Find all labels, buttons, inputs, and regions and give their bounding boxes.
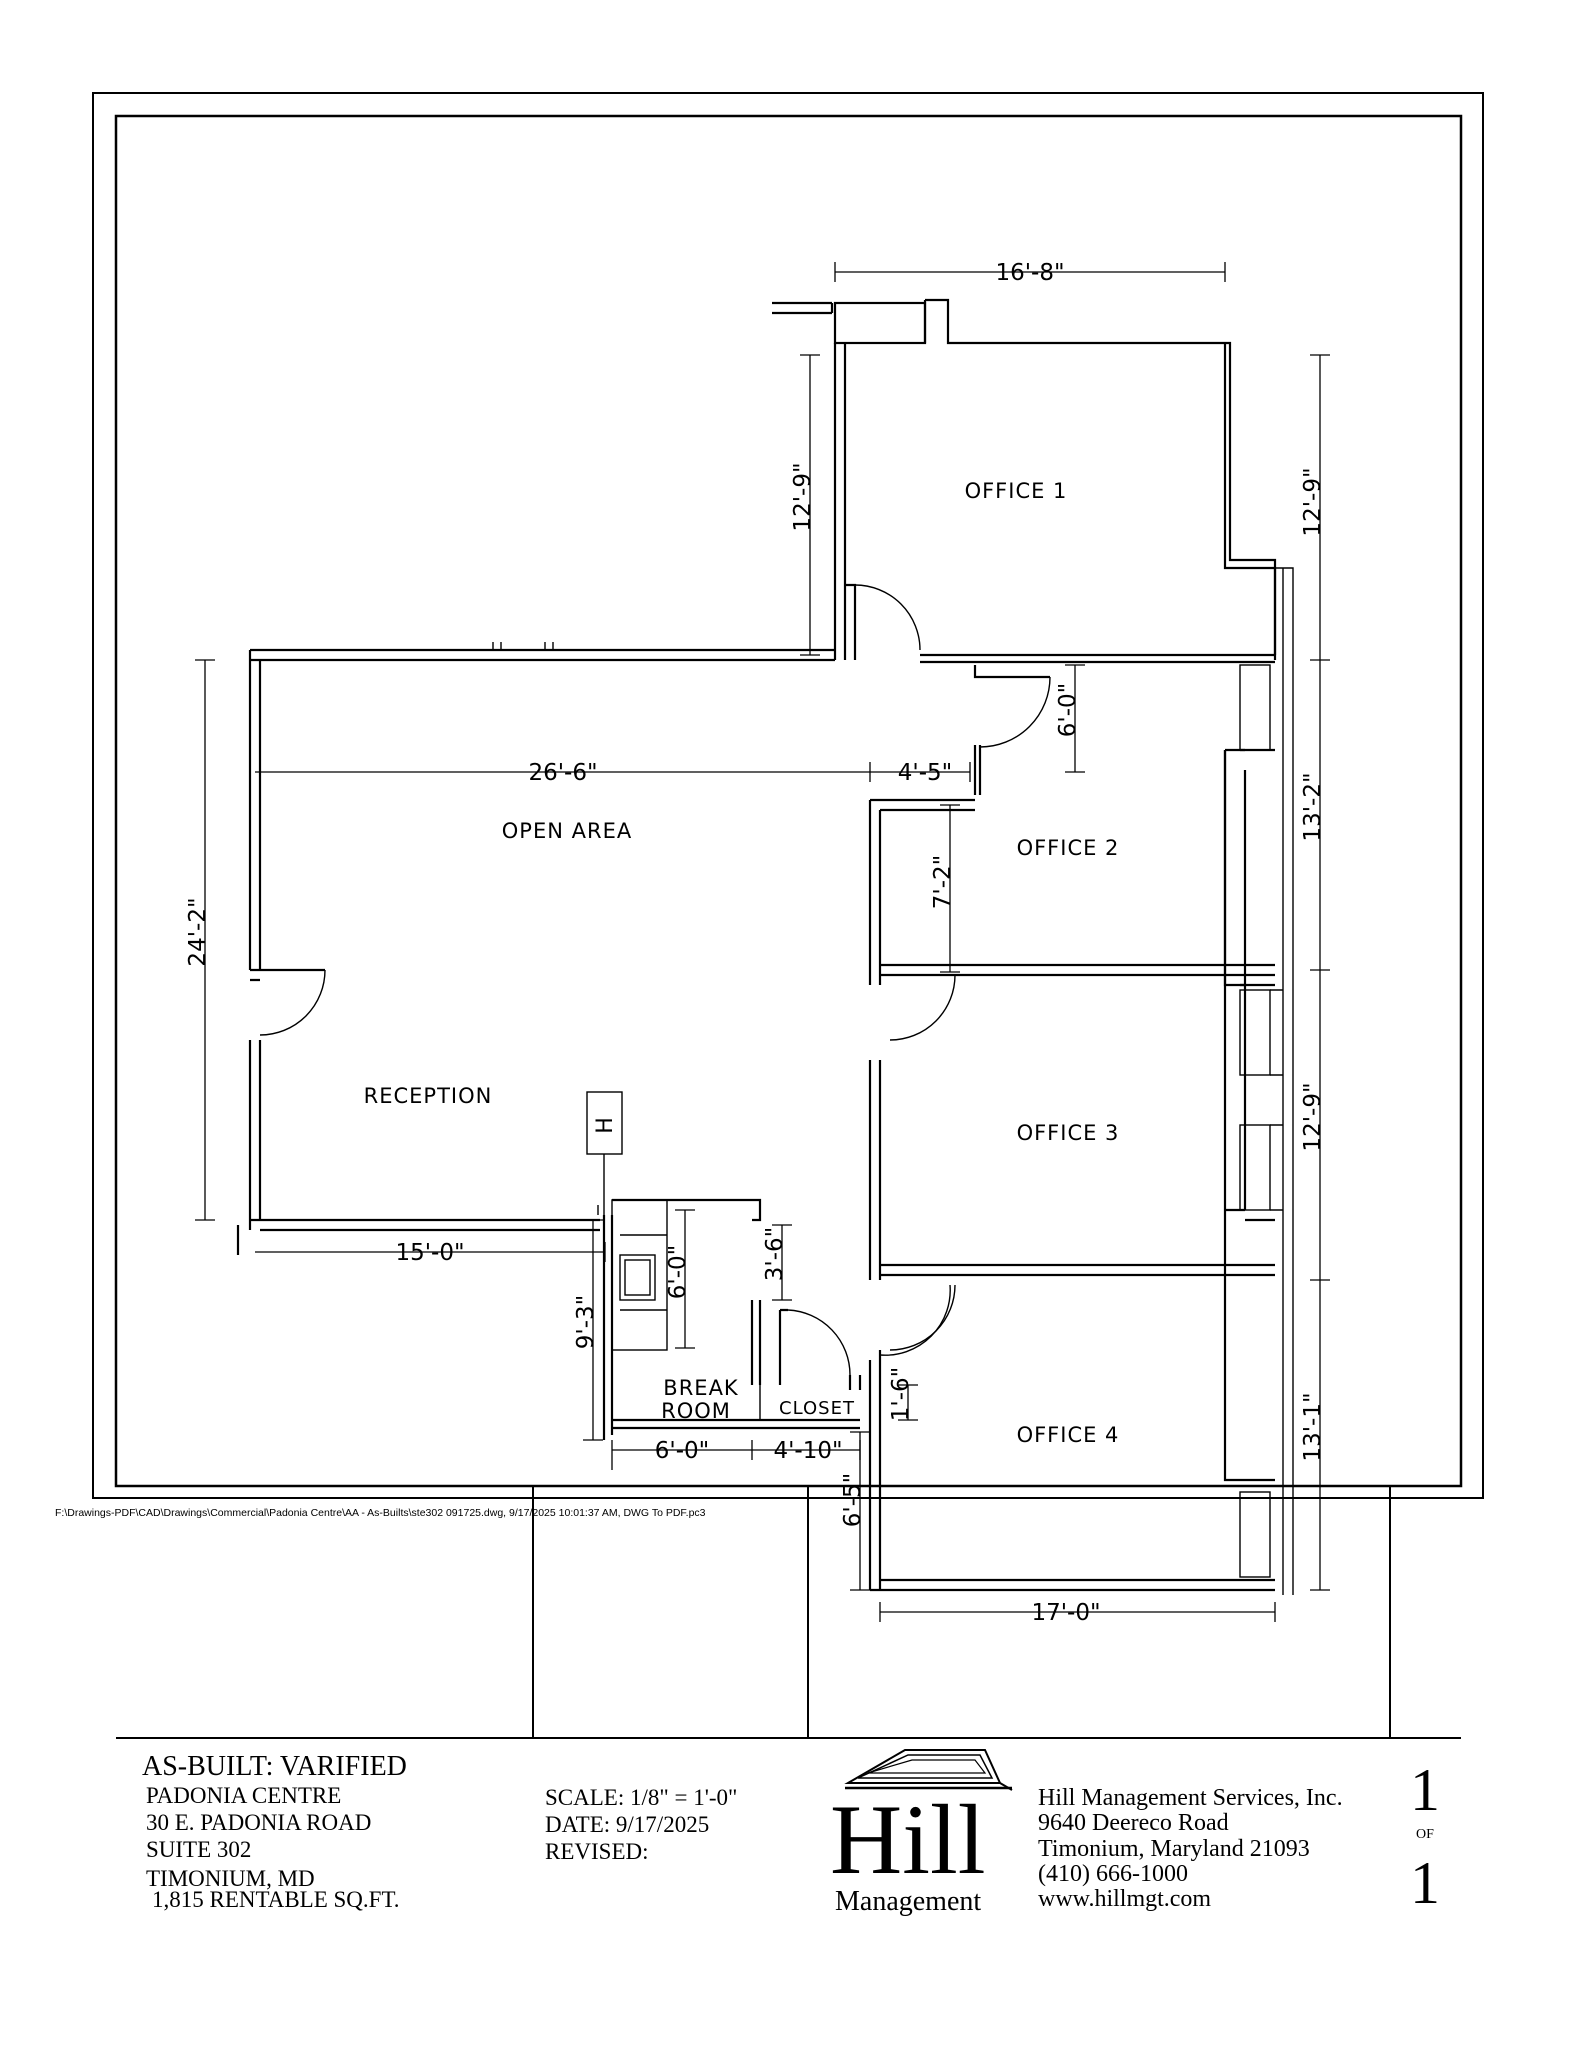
dim-closet-depth: 3'-6" <box>762 1227 788 1281</box>
dim-office4-left: 6'-5" <box>840 1473 866 1527</box>
dim-office3-height: 12'-9" <box>1300 1082 1326 1151</box>
room-label-reception: RECEPTION <box>364 1084 493 1108</box>
company-city: Timonium, Maryland 21093 <box>1038 1836 1310 1862</box>
dim-office2-inner: 7'-2" <box>930 855 956 909</box>
logo-word: Hill <box>830 1784 986 1895</box>
company-street: 9640 Deereco Road <box>1038 1810 1229 1836</box>
file-path-footer: F:\Drawings-PDF\CAD\Drawings\Commercial\… <box>55 1507 706 1519</box>
dim-office1-left: 12'-9" <box>790 462 816 531</box>
dimension-lines <box>195 262 1330 1622</box>
logo-sub: Management <box>835 1886 981 1917</box>
company-phone: (410) 666-1000 <box>1038 1861 1188 1887</box>
dim-open-area-width: 26'-6" <box>528 760 597 786</box>
inner-border <box>114 114 1463 1488</box>
dim-office1-right: 12'-9" <box>1300 467 1326 536</box>
dim-corridor-width: 4'-5" <box>898 760 952 786</box>
room-label-office-3: OFFICE 3 <box>1017 1121 1120 1145</box>
title-revised: REVISED: <box>545 1839 649 1864</box>
title-date: DATE: 9/17/2025 <box>545 1812 709 1837</box>
dim-break-counter: 6'-0" <box>665 1245 691 1299</box>
dim-office4-width: 17'-0" <box>1031 1600 1100 1626</box>
dim-closet-small: 1'-6" <box>888 1367 914 1421</box>
dim-corridor-depth: 6'-0" <box>1055 683 1081 737</box>
room-label-open-area: OPEN AREA <box>502 819 632 843</box>
floor-plan <box>236 298 1294 1595</box>
title-block <box>116 1486 1461 1739</box>
title-address: 30 E. PADONIA ROAD <box>146 1810 371 1835</box>
dim-reception-width: 15'-0" <box>395 1240 464 1266</box>
company-website: www.hillmgt.com <box>1038 1886 1211 1912</box>
title-area: 1,815 RENTABLE SQ.FT. <box>152 1887 400 1912</box>
room-label-room: ROOM <box>661 1399 731 1423</box>
title-property: PADONIA CENTRE <box>146 1783 341 1808</box>
room-label-break: BREAK <box>663 1376 739 1400</box>
company-name: Hill Management Services, Inc. <box>1038 1785 1343 1811</box>
title-heading: AS-BUILT: VARIFIED <box>142 1751 407 1782</box>
dim-closet-width: 4'-10" <box>773 1438 842 1464</box>
title-scale: SCALE: 1/8" = 1'-0" <box>545 1785 737 1810</box>
dim-reception-height: 24'-2" <box>185 897 211 966</box>
sheet-of: OF <box>1416 1827 1434 1842</box>
title-city: TIMONIUM, MD <box>146 1866 315 1891</box>
sheet-total: 1 <box>1410 1850 1440 1916</box>
dim-office2-height: 13'-2" <box>1300 772 1326 841</box>
fixture-label-h: H <box>593 1116 618 1134</box>
room-label-closet: CLOSET <box>779 1398 855 1419</box>
room-label-office-1: OFFICE 1 <box>965 479 1068 503</box>
dim-office4-height: 13'-1" <box>1300 1392 1326 1461</box>
dim-top-width: 16'-8" <box>995 260 1064 286</box>
sheet-number: 1 <box>1410 1757 1440 1823</box>
dim-break-width: 6'-0" <box>655 1438 709 1464</box>
outer-border <box>92 92 1484 1499</box>
title-suite: SUITE 302 <box>146 1837 251 1862</box>
room-label-office-4: OFFICE 4 <box>1017 1423 1120 1447</box>
dim-break-height: 9'-3" <box>573 1295 599 1349</box>
room-label-office-2: OFFICE 2 <box>1017 836 1120 860</box>
hill-logo: Hill Management <box>830 1749 1013 1917</box>
